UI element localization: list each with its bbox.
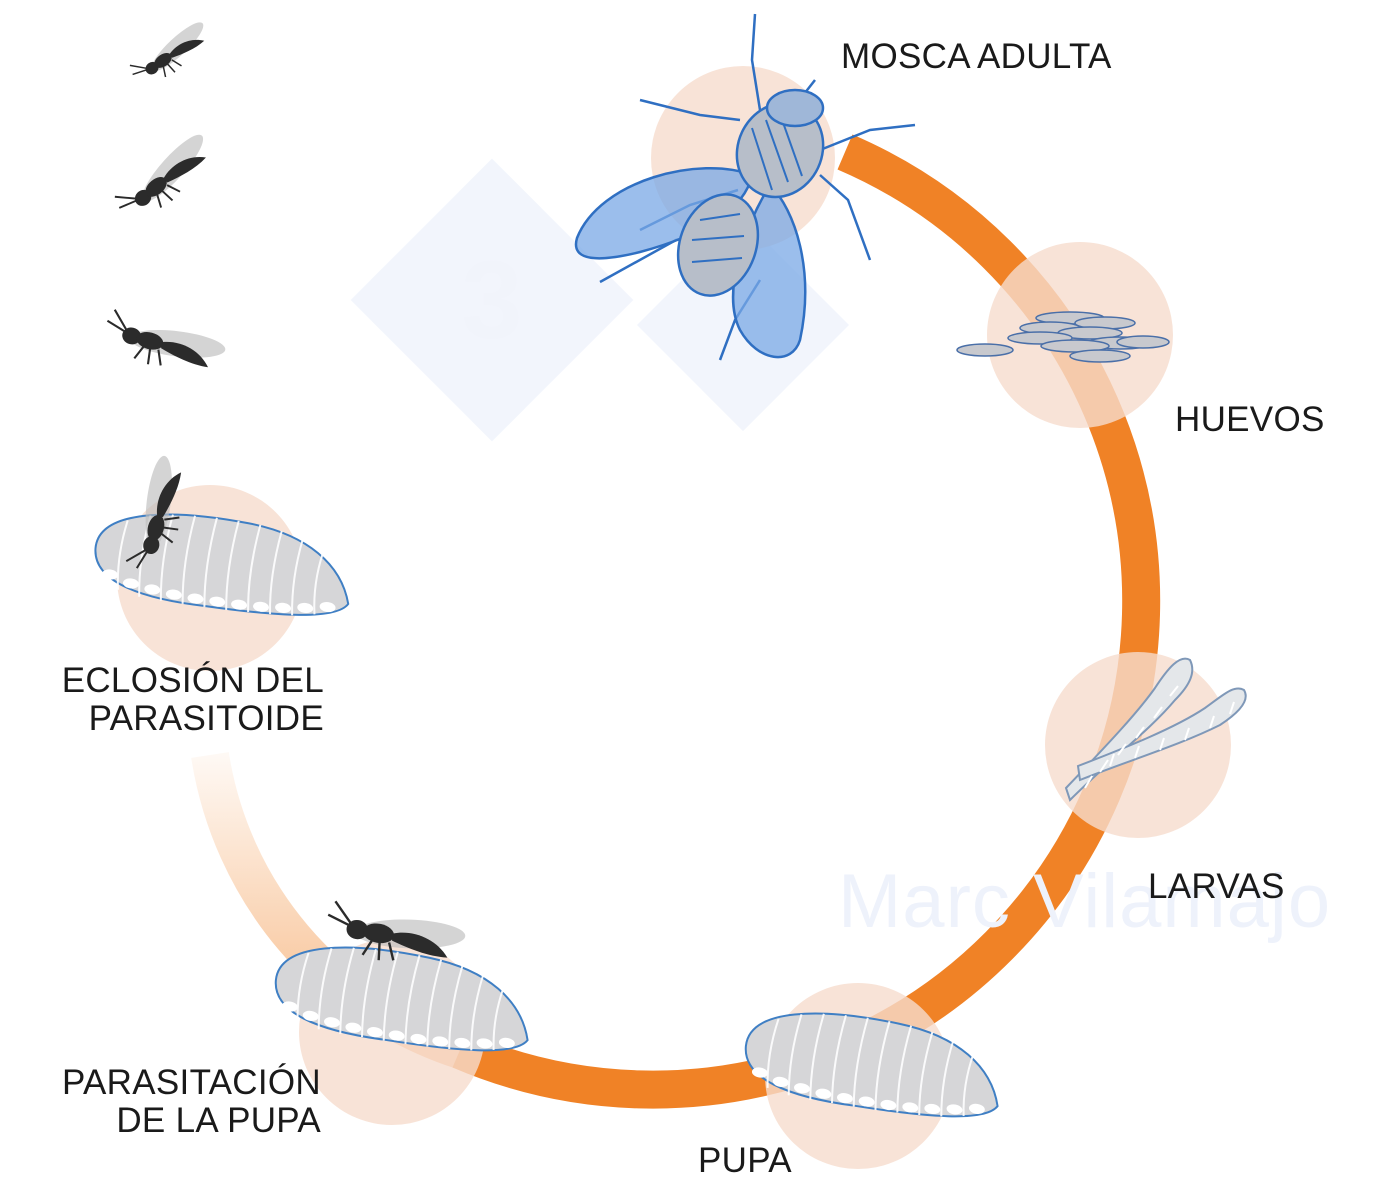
label-parasitoid-emergence-line1: ECLOSIÓN DEL	[61, 661, 324, 700]
label-parasitoid-emergence: ECLOSIÓN DEL PARASITOIDE	[40, 662, 324, 738]
label-pupa-parasitation: PARASITACIÓN DE LA PUPA	[36, 1064, 321, 1140]
larvae-icon	[1064, 657, 1247, 802]
watermark-author: Marc Vilamajo	[838, 859, 1332, 944]
flying-wasp-icon	[98, 305, 232, 385]
label-parasitoid-emergence-line2: PARASITOIDE	[88, 699, 324, 738]
label-eggs: HUEVOS	[1175, 400, 1325, 439]
label-larvae: LARVAS	[1148, 867, 1285, 906]
label-pupa-parasitation-line2: DE LA PUPA	[116, 1101, 321, 1140]
flying-wasp-icon	[109, 125, 224, 231]
adult-fly-icon	[574, 13, 916, 361]
eggs-icon	[956, 311, 1170, 363]
label-pupa: PUPA	[698, 1141, 792, 1180]
label-pupa-parasitation-line1: PARASITACIÓN	[61, 1063, 321, 1102]
label-adult-fly: MOSCA ADULTA	[841, 37, 1112, 76]
flying-wasp-icon	[125, 14, 219, 94]
